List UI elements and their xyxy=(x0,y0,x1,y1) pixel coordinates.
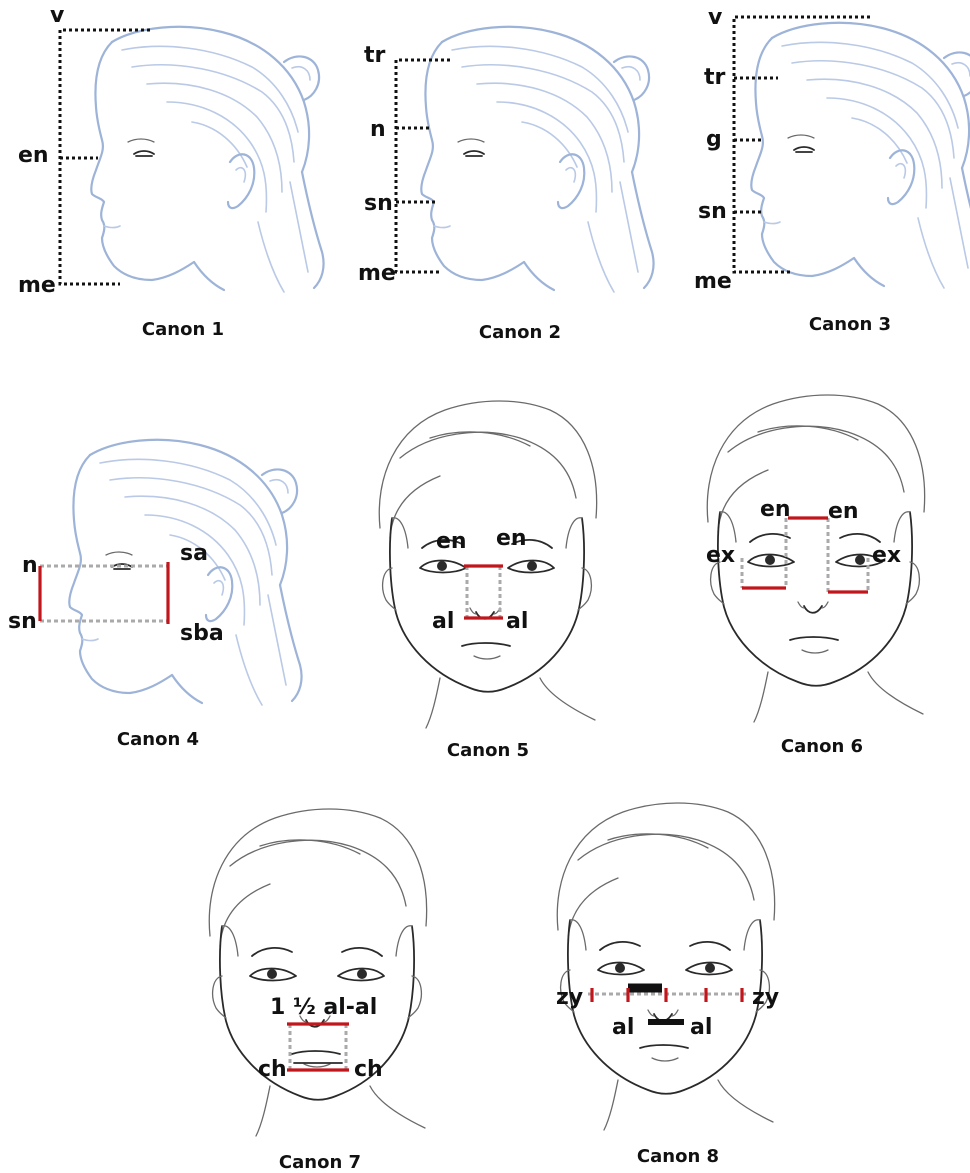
canon-caption: Canon 3 xyxy=(809,314,891,335)
landmark-label: v xyxy=(708,5,723,30)
profile-head-sketch xyxy=(421,27,653,292)
frontal-face-sketch xyxy=(209,809,426,1136)
canon-caption: Canon 1 xyxy=(142,319,224,340)
landmark-label: zy xyxy=(556,985,583,1010)
landmark-label: tr xyxy=(704,65,726,90)
canon-4-panel: n sn sa sba Canon 4 xyxy=(8,440,302,750)
profile-head-sketch xyxy=(69,440,301,705)
vertical-guide-line xyxy=(396,60,450,272)
landmark-label: ch xyxy=(354,1057,383,1082)
canon-5-panel: en en al al Canon 5 xyxy=(379,401,596,761)
canon-3-panel: v tr g sn me Canon 3 xyxy=(694,5,970,335)
profile-head-sketch xyxy=(91,27,323,292)
landmark-label: ex xyxy=(872,543,901,568)
landmark-label: n xyxy=(22,553,38,578)
landmark-label: en xyxy=(436,529,467,554)
landmark-label: v xyxy=(50,3,65,28)
canon-2-panel: tr n sn me Canon 2 xyxy=(358,27,654,343)
landmark-label: me xyxy=(694,269,732,294)
landmark-label: al xyxy=(690,1015,712,1040)
landmark-label: 1 ½ al-al xyxy=(270,995,377,1020)
landmark-label: en xyxy=(18,143,49,168)
canon-caption: Canon 8 xyxy=(637,1146,719,1167)
landmark-label: sn xyxy=(8,609,37,634)
frontal-face-sketch xyxy=(557,803,774,1130)
landmark-label: ex xyxy=(706,543,735,568)
canon-caption: Canon 2 xyxy=(479,322,561,343)
landmark-label: en xyxy=(828,499,859,524)
landmark-label: en xyxy=(760,497,791,522)
landmark-label: al xyxy=(612,1015,634,1040)
landmark-label: ch xyxy=(258,1057,287,1082)
landmark-label: me xyxy=(358,261,396,286)
canon-caption: Canon 5 xyxy=(447,740,529,761)
landmark-label: me xyxy=(18,273,56,298)
canon-caption: Canon 6 xyxy=(781,736,863,757)
landmark-label: al xyxy=(506,609,528,634)
landmark-label: sba xyxy=(180,621,224,646)
landmark-label: al xyxy=(432,609,454,634)
landmark-label: tr xyxy=(364,43,386,68)
landmark-label: sn xyxy=(364,191,393,216)
landmark-label: sn xyxy=(698,199,727,224)
canon-caption: Canon 7 xyxy=(279,1152,361,1173)
landmark-label: zy xyxy=(752,985,779,1010)
canon-7-panel: 1 ½ al-al ch ch Canon 7 xyxy=(209,809,426,1173)
canon-1-panel: v en me Canon 1 xyxy=(18,3,324,340)
landmark-label: g xyxy=(706,127,722,152)
canon-caption: Canon 4 xyxy=(117,729,199,750)
vertical-guide-line xyxy=(734,17,870,272)
landmark-label: n xyxy=(370,117,386,142)
canon-8-panel: zy zy al al Canon 8 xyxy=(556,803,779,1167)
landmark-label: sa xyxy=(180,541,208,566)
canon-6-panel: en en ex ex Canon 6 xyxy=(706,395,925,757)
profile-head-sketch xyxy=(751,23,970,288)
landmark-label: en xyxy=(496,526,527,551)
